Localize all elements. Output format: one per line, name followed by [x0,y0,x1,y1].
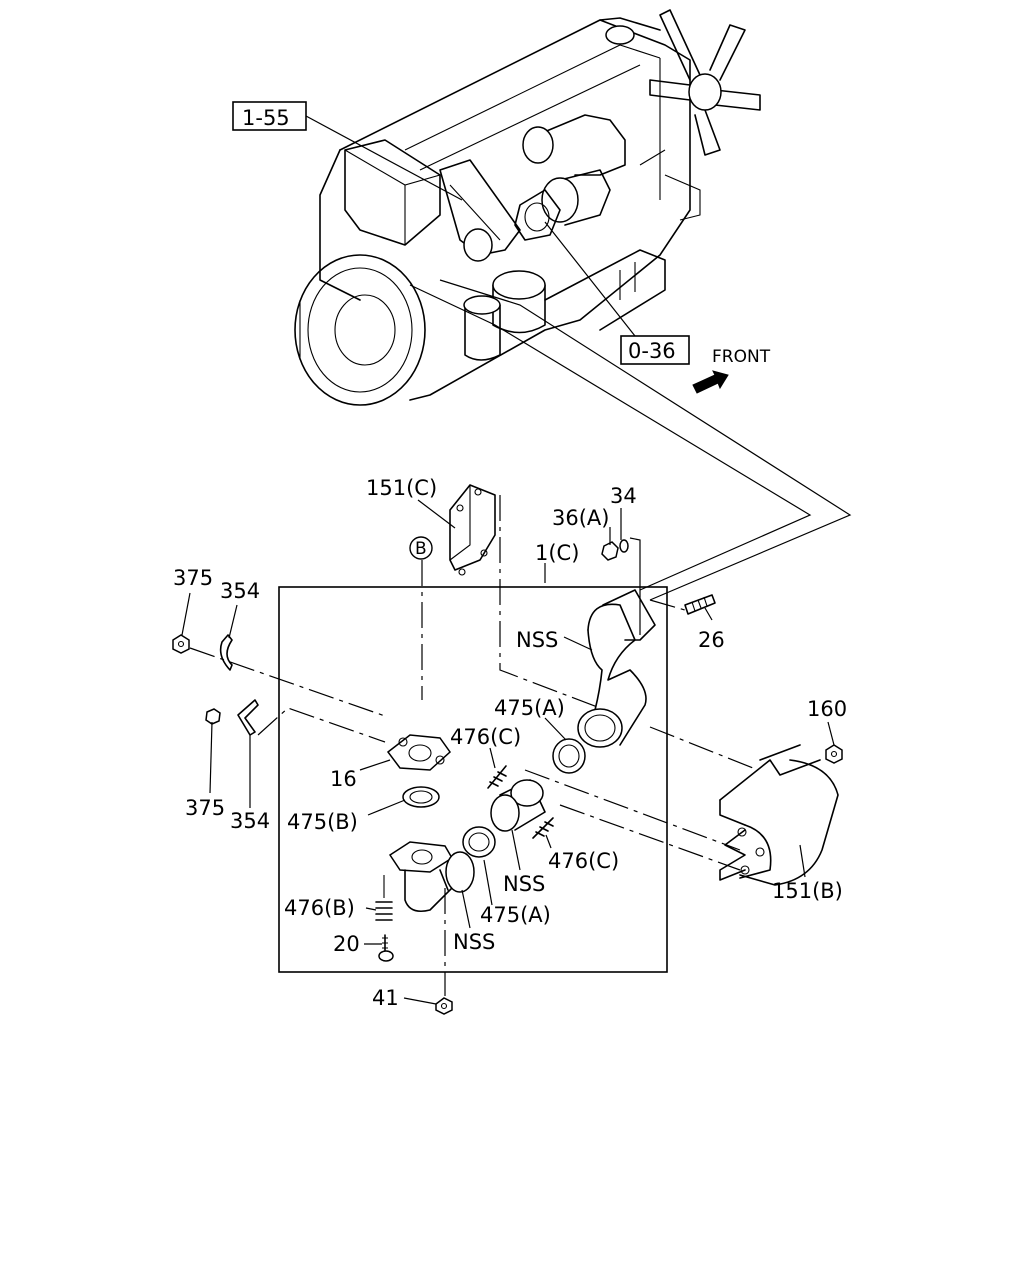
gasket-475a-upper [552,738,586,774]
leader-1-55 [305,115,463,201]
heat-shield-151c [449,484,496,576]
engine-illustration [294,9,761,406]
stud-26 [684,594,716,615]
upper-exhaust-pipe [577,589,656,748]
label-375-bottom: 375 [185,796,225,820]
label-475a-lower: 475(A) [480,903,551,927]
front-direction: FRONT [692,347,771,394]
label-36a: 36(A) [552,506,609,530]
spring-476c-lower [532,817,554,839]
spring-476b [375,875,393,921]
label-476b: 476(B) [284,896,355,920]
label-34: 34 [610,484,637,508]
svg-text:1-55: 1-55 [242,106,290,130]
label-476c-upper: 476(C) [450,725,521,749]
nut-375-top [172,634,190,654]
clamp-354-top [219,634,233,671]
part-labels: 151(C) 36(A) 34 1(C) 375 354 NSS 26 475(… [173,476,847,1010]
gasket-475b [402,786,440,808]
ref-box-0-36[interactable]: 0-36 [620,335,690,365]
svg-text:B: B [415,539,427,559]
gasket-475a-lower [462,826,496,858]
label-nss-lower: NSS [453,930,495,954]
callout-b: B [409,536,433,560]
label-476c-lower: 476(C) [548,849,619,873]
front-label: FRONT [712,347,771,367]
label-1c: 1(C) [535,541,579,565]
leader-lines [181,499,835,1005]
svg-text:0-36: 0-36 [628,339,676,363]
routing-path [409,279,852,601]
clamp-354-bottom [237,699,259,736]
nut-160 [825,744,843,764]
label-151c: 151(C) [366,476,437,500]
middle-tube [490,779,546,832]
label-354-bottom: 354 [230,809,270,833]
assembly-frame [278,586,668,973]
lower-elbow-pipe [388,841,475,913]
nut-375-bottom [205,708,221,725]
heat-shield-151b [719,744,839,886]
label-354-top: 354 [220,579,260,603]
label-nss-upper: NSS [516,628,558,652]
washer-34 [619,539,629,553]
spring-476c-upper [487,765,507,789]
label-41: 41 [372,986,399,1010]
bolt-20 [378,934,394,962]
fan-icon [649,9,761,156]
front-arrow-icon [692,370,729,394]
ref-box-1-55[interactable]: 1-55 [232,101,307,131]
label-475a-upper: 475(A) [494,696,565,720]
leader-0-36 [544,221,636,337]
label-475b: 475(B) [287,810,358,834]
label-375-top: 375 [173,566,213,590]
nut-41 [435,997,453,1015]
label-20: 20 [333,932,360,956]
label-151b: 151(B) [772,879,843,903]
label-26: 26 [698,628,725,652]
flange-16 [386,734,451,771]
nut-36a [601,541,619,561]
label-nss-middle: NSS [503,872,545,896]
label-16: 16 [330,767,357,791]
assembly-centerlines [189,560,759,996]
label-160: 160 [807,697,847,721]
